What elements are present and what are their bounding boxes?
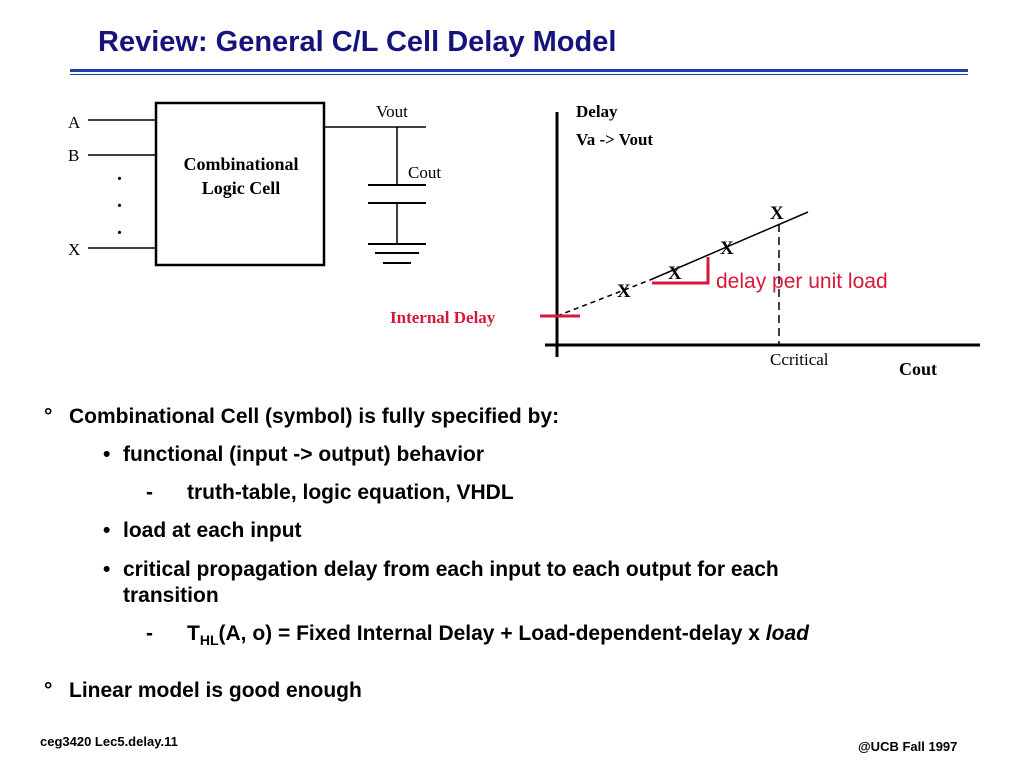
bullet-marker-6: °	[44, 679, 53, 702]
critical-label: Ccritical	[770, 350, 829, 369]
bullet-text-5: THL(A, o) = Fixed Internal Delay + Load-…	[187, 622, 809, 648]
bullet-text-3: load at each input	[123, 519, 302, 542]
ellipsis-dot-2: .	[117, 190, 122, 212]
bullet-text-4-line2: transition	[123, 584, 219, 607]
bullet-marker-3: •	[103, 519, 111, 542]
data-point-marker-4: X	[770, 203, 784, 224]
bullet-text-6: Linear model is good enough	[69, 679, 362, 702]
thl-equation: (A, o) = Fixed Internal Delay + Load-dep…	[218, 622, 766, 645]
extrapolation-line	[556, 279, 651, 317]
bullet-text-1: functional (input -> output) behavior	[123, 443, 485, 466]
bullet-marker-4: •	[103, 558, 111, 581]
internal-delay-label: Internal Delay	[390, 308, 496, 327]
ellipsis-dot-1: .	[117, 163, 122, 185]
vout-label: Vout	[376, 102, 408, 121]
logic-cell-label: Combinational Logic Cell	[156, 152, 326, 200]
graph-y-label-line2: Va -> Vout	[576, 130, 654, 149]
page-title: Review: General C/L Cell Delay Model	[98, 26, 617, 58]
input-b-label: B	[68, 146, 80, 165]
bullet-text-4-line1: critical propagation delay from each inp…	[123, 558, 779, 581]
bullet-marker-0: °	[44, 405, 53, 428]
slope-label: delay per unit load	[716, 270, 888, 293]
graph-x-label: Cout	[899, 359, 938, 379]
title-rule-thin	[70, 74, 968, 75]
cout-cap-label: Cout	[408, 163, 442, 182]
logic-cell-box	[154, 101, 326, 267]
thl-load: load	[765, 622, 809, 645]
logic-cell-label-line1: Combinational	[183, 154, 299, 174]
ellipsis-dot-3: .	[117, 217, 122, 239]
bullet-marker-5: -	[146, 622, 153, 645]
bullet-marker-2: -	[146, 481, 153, 504]
graph-y-label-line1: Delay	[576, 102, 618, 121]
slope-triangle	[652, 257, 710, 285]
footer-left: ceg3420 Lec5.delay.11	[40, 734, 178, 749]
bullet-text-2: truth-table, logic equation, VHDL	[187, 481, 514, 504]
title-rule	[70, 69, 968, 72]
data-point-marker-3: X	[720, 238, 734, 259]
logic-cell-label-line2: Logic Cell	[201, 178, 281, 198]
thl-t: T	[187, 622, 200, 645]
bullet-text-0: Combinational Cell (symbol) is fully spe…	[69, 405, 560, 428]
footer-right: @UCB Fall 1997	[858, 739, 958, 754]
input-a-label: A	[68, 113, 81, 132]
input-x-label: X	[68, 240, 81, 259]
data-point-marker-1: X	[617, 281, 631, 302]
thl-subscript: HL	[199, 632, 219, 649]
delay-line	[649, 211, 809, 281]
bullet-marker-1: •	[103, 443, 111, 466]
data-point-marker-2: X	[668, 263, 682, 284]
